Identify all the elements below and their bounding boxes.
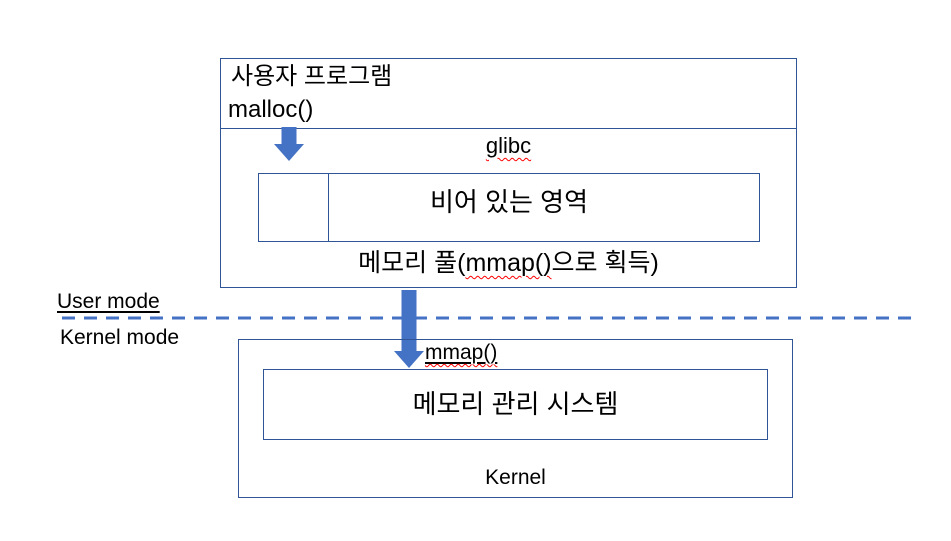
kernel-box [238, 339, 793, 498]
pool-caption-suffix: 으로 획득) [551, 249, 659, 277]
pool-caption: 메모리 풀(mmap()으로 획득) [220, 249, 797, 278]
allocated-cell-divider [328, 173, 329, 242]
memory-management-box [263, 369, 768, 440]
user-mode-text: User mode [57, 290, 160, 313]
mmap-label: mmap() [425, 341, 497, 365]
kernel-label: Kernel [485, 466, 546, 489]
mmap-label-underline: mmap() [425, 341, 497, 364]
user-mode-label: User mode [57, 290, 160, 314]
malloc-down-arrow-icon [274, 127, 304, 161]
glibc-text: glibc [485, 133, 532, 158]
pool-caption-prefix: 메모리 풀( [358, 249, 466, 277]
memory-pool-box [258, 173, 760, 242]
mode-boundary-dashed-line [62, 316, 918, 320]
mmap-label-text: mmap() [425, 341, 498, 364]
user-program-title: 사용자 프로그램 [231, 63, 393, 90]
mmap-down-arrow-icon [394, 290, 424, 368]
pool-caption-mmap: mmap() [465, 249, 552, 277]
malloc-label: malloc() [228, 96, 314, 123]
glibc-label: glibc [220, 133, 797, 158]
kernel-mode-label: Kernel mode [60, 326, 180, 349]
user-program-box [220, 58, 797, 288]
memory-management-label: 메모리 관리 시스템 [412, 389, 619, 419]
user-program-glibc-divider [220, 128, 797, 129]
empty-area-label: 비어 있는 영역 [430, 187, 588, 217]
